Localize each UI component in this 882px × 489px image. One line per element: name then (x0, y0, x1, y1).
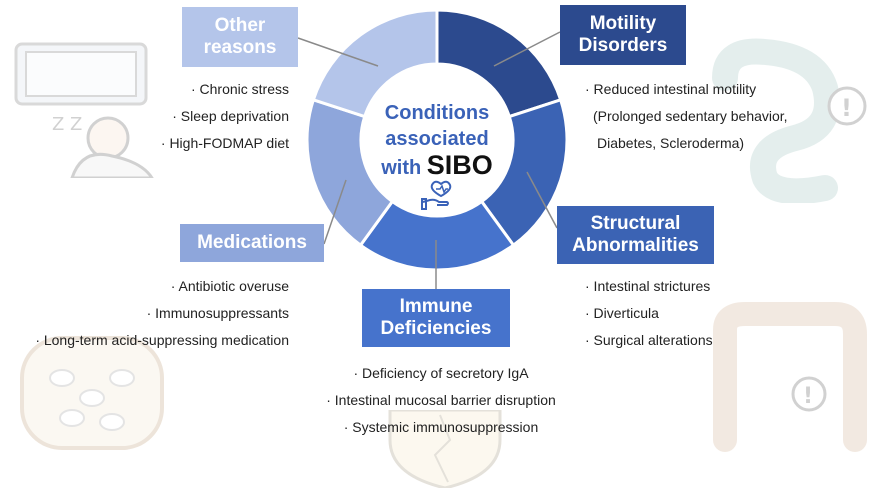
immune-deficiencies-box: Immune Deficiencies (362, 289, 510, 347)
list-item: · Diverticula (585, 305, 659, 321)
colon-alert-icon: ! (713, 302, 867, 452)
list-item: · Intestinal mucosal barrier disruption (326, 392, 556, 408)
svg-text:!: ! (841, 94, 852, 122)
other-reasons-title: Other reasons (203, 15, 277, 58)
structural-abnormalities-box: Structural Abnormalities (557, 206, 714, 264)
medications-title: Medications (197, 232, 307, 254)
sleeping-person-icon: Z Z (14, 42, 154, 178)
svg-text:!: ! (803, 384, 813, 409)
structural-abnormalities-title: Structural Abnormalities (572, 213, 699, 256)
structural-abnormalities-list: · Intestinal strictures · Diverticula · … (585, 273, 713, 354)
leader-line-other (297, 37, 379, 67)
gut-pills-icon (20, 336, 164, 450)
center-title-line2: associated (385, 128, 489, 150)
motility-disorders-title: Motility Disorders (578, 13, 668, 56)
list-item: · Sleep deprivation (172, 108, 289, 124)
list-item: · Surgical alterations (585, 332, 713, 348)
list-item: · Chronic stress (190, 81, 289, 97)
immune-deficiencies-list: · Deficiency of secretory IgA · Intestin… (296, 360, 586, 441)
list-item: · High-FODMAP diet (160, 135, 289, 151)
center-title-with: with (381, 157, 422, 179)
leader-line-structural (526, 171, 558, 229)
motility-disorders-box: Motility Disorders (560, 5, 686, 65)
medications-list: · Antibiotic overuse · Immunosuppressant… (35, 273, 289, 354)
list-item: · Deficiency of secretory IgA (353, 365, 529, 381)
hand-holding-heart-icon (421, 180, 452, 210)
list-item: · Antibiotic overuse (170, 278, 289, 294)
list-item: (Prolonged sedentary behavior, (593, 108, 788, 124)
list-item: · Reduced intestinal motility (585, 81, 757, 97)
center-title: Conditions associated with SIBO (362, 100, 512, 181)
center-title-line3: with SIBO (362, 152, 512, 181)
immune-deficiencies-title: Immune Deficiencies (380, 296, 492, 339)
list-item: · Immunosuppressants (146, 305, 289, 321)
other-reasons-box: Other reasons (182, 7, 298, 67)
medications-box: Medications (180, 224, 324, 262)
list-item: Diabetes, Scleroderma) (597, 135, 745, 151)
leader-line-motility (493, 31, 561, 67)
shield-icon (388, 410, 502, 488)
intestine-alert-icon: ! (712, 38, 867, 203)
center-title-line1: Conditions (384, 102, 490, 124)
leader-line-medications (323, 179, 347, 245)
list-item: · Long-term acid-suppressing medication (35, 332, 289, 348)
list-item: · Systemic immunosuppression (343, 419, 539, 435)
list-item: · Intestinal strictures (585, 278, 711, 294)
other-reasons-list: · Chronic stress · Sleep deprivation · H… (161, 76, 289, 157)
svg-text:Z Z: Z Z (52, 114, 82, 135)
motility-disorders-list: · Reduced intestinal motility (Prolonged… (585, 76, 788, 157)
donut-segment-other (311, 8, 439, 119)
sibo-label: SIBO (426, 150, 493, 180)
